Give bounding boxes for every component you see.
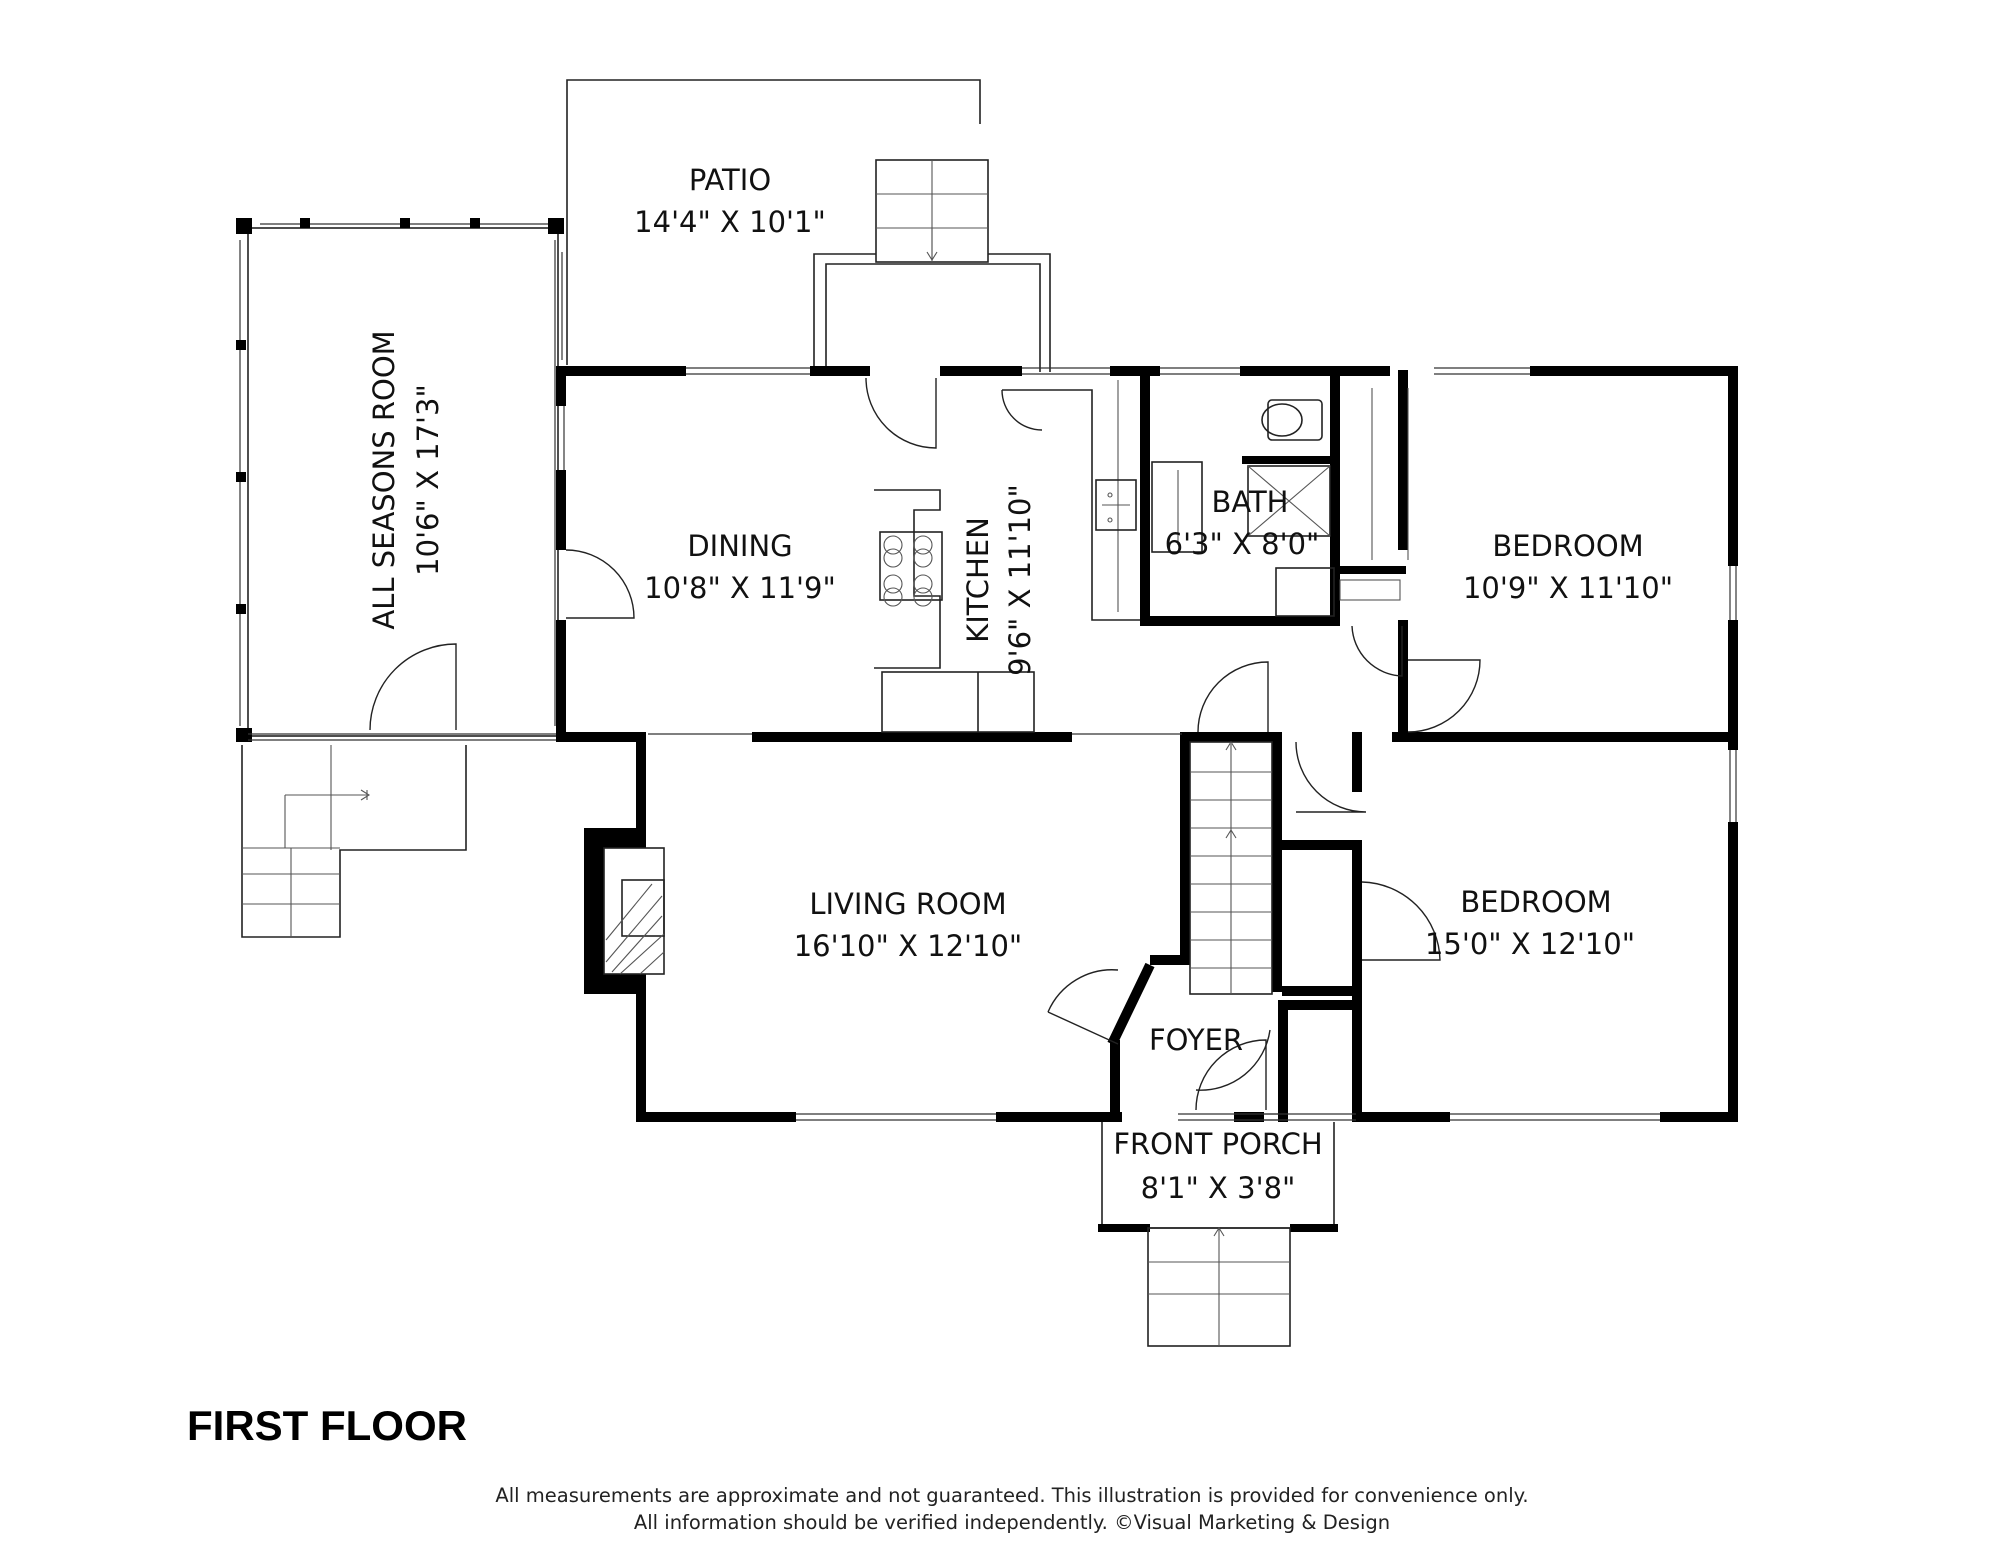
kitchen-fixtures (874, 380, 1140, 733)
room-name-living: LIVING ROOM (809, 887, 1006, 921)
disclaimer-line-1: All measurements are approximate and not… (495, 1484, 1528, 1507)
interior-stairs (1189, 740, 1273, 995)
room-dims-bath: 6'3" X 8'0" (1165, 527, 1320, 561)
fireplace (594, 838, 665, 984)
disclaimer-line-2: All information should be verified indep… (634, 1511, 1390, 1534)
all-seasons-room (239, 223, 563, 737)
room-name-all-seasons: ALL SEASONS ROOM (367, 330, 401, 629)
room-dims-patio: 14'4" X 10'1" (634, 205, 826, 239)
floor-label: FIRST FLOOR (187, 1402, 467, 1449)
room-dims-bedroom-2: 15'0" X 12'10" (1425, 927, 1635, 961)
room-name-patio: PATIO (689, 163, 771, 197)
room-name-foyer: FOYER (1149, 1023, 1243, 1057)
room-name-bedroom-1: BEDROOM (1492, 529, 1643, 563)
walls (236, 218, 1738, 1122)
room-dims-dining: 10'8" X 11'9" (644, 571, 836, 605)
bath-fixtures (1151, 388, 1409, 617)
room-dims-bedroom-1: 10'9" X 11'10" (1463, 571, 1673, 605)
foyer-angled-wall (1107, 962, 1155, 1047)
all-seasons-steps (241, 745, 467, 938)
room-dims-living: 16'10" X 12'10" (794, 929, 1023, 963)
front-porch (1098, 1113, 1338, 1347)
room-dims-all-seasons: 10'6" X 17'3" (411, 384, 445, 576)
room-dims-front-porch: 8'1" X 3'8" (1141, 1171, 1296, 1205)
room-name-front-porch: FRONT PORCH (1113, 1127, 1322, 1161)
room-name-bedroom-2: BEDROOM (1460, 885, 1611, 919)
room-name-bath: BATH (1211, 485, 1288, 519)
patio (566, 79, 1051, 372)
room-name-kitchen: KITCHEN (961, 517, 995, 643)
room-name-dining: DINING (687, 529, 792, 563)
doors (369, 377, 1481, 1111)
room-dims-kitchen: 9'6" X 11'10" (1003, 484, 1037, 676)
windows (248, 367, 1737, 1121)
